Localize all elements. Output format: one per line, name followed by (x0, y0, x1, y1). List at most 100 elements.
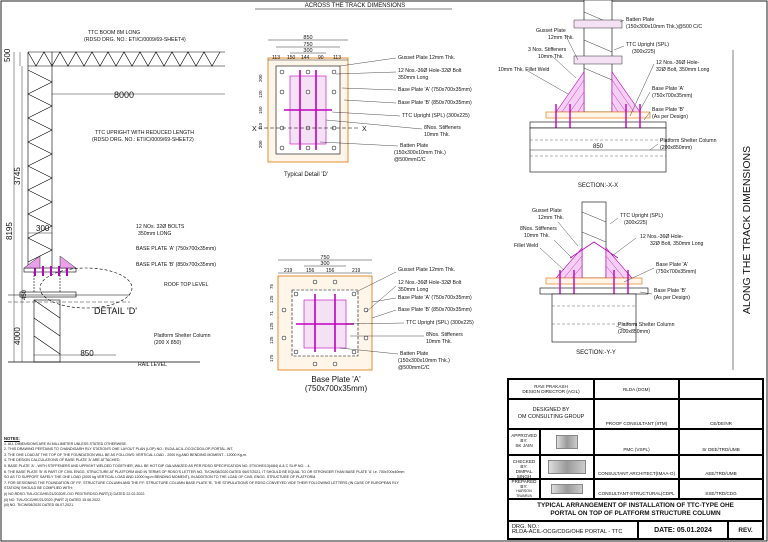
base-plate-a-plan (277, 259, 373, 371)
note-line: 3. THE OHE LOAD AT THE TOP OF THE FOUNDA… (4, 452, 248, 457)
upright-drg-label: (RDSO DRG. NO.: ETI/C/0009/69-SHEET2) (92, 137, 194, 143)
svg-text:4000: 4000 (13, 327, 22, 345)
svg-text:113: 113 (272, 55, 280, 61)
svg-text:125: 125 (269, 295, 274, 303)
svg-text:(300x225): (300x225) (624, 220, 648, 226)
svg-text:Platform Shelter Column: Platform Shelter Column (618, 322, 675, 328)
svg-text:TTC Upright (SPL): TTC Upright (SPL) (620, 213, 663, 219)
svg-text:(300x225): (300x225) (632, 49, 656, 55)
svg-text:(As per Design): (As per Design) (652, 114, 688, 120)
svg-text:3 Nos. Stiffeners: 3 Nos. Stiffeners (528, 47, 567, 53)
svg-text:200: 200 (258, 74, 263, 82)
svg-text:Base Plate 'A': Base Plate 'A' (656, 262, 688, 268)
side-dimension-label: ALONG THE TRACK DIMENSIONS (741, 146, 753, 314)
svg-text:175: 175 (269, 354, 274, 362)
svg-text:300: 300 (320, 261, 329, 267)
svg-text:10mm Thk.: 10mm Thk. (424, 132, 450, 138)
svg-text:125: 125 (269, 322, 274, 330)
svg-text:120: 120 (258, 90, 263, 98)
dim-8000: 8000 (114, 90, 134, 100)
svg-text:(150x300x10mm Thk.)@500 C/C: (150x300x10mm Thk.)@500 C/C (626, 24, 702, 30)
svg-text:750: 750 (303, 42, 312, 48)
notes-block: NOTES: 1. ALL DIMENSIONS ARE IN MILLIMET… (4, 436, 504, 509)
notes-title: NOTES: (4, 436, 20, 441)
svg-text:Batten Plate: Batten Plate (626, 17, 654, 23)
note-line: (iii) NO. TI/CW/08/2020 DATED 06.07.2021… (4, 503, 75, 508)
detail-d-plan (258, 39, 358, 163)
svg-text:Gusset Plate: Gusset Plate (532, 208, 562, 214)
left-elevation (8, 51, 225, 363)
note-line: SO AS TO SUPPORT SAFELY THE OHE LOAD (20… (4, 475, 317, 480)
svg-text:(750x700x35mm): (750x700x35mm) (656, 269, 697, 275)
svg-text:300: 300 (303, 48, 312, 54)
svg-text:8Nos. Stiffeners: 8Nos. Stiffeners (520, 226, 557, 232)
svg-text:125: 125 (269, 336, 274, 344)
svg-text:350mm Long: 350mm Long (398, 75, 428, 81)
svg-text:10mm Thk.: 10mm Thk. (524, 233, 550, 239)
approved-by-cell: APPROVED BY: SK JAIN (508, 429, 540, 455)
svg-text:Gusset Plate: Gusset Plate (536, 28, 566, 34)
signature-image (548, 460, 586, 474)
prepared-by-cell: PREPARED BY: HARSON TIWARI/A (508, 479, 540, 499)
svg-text:(750x700x35mm): (750x700x35mm) (305, 384, 368, 393)
drawing-date: DATE: 05.01.2024 (638, 521, 728, 539)
svg-text:Platform Shelter Column: Platform Shelter Column (660, 138, 717, 144)
svg-text:Base Plate 'B': Base Plate 'B' (652, 107, 684, 113)
svg-text:200: 200 (258, 140, 263, 148)
revision: REV. (728, 521, 763, 539)
svg-text:75: 75 (269, 283, 274, 289)
top-dimension-label: ACROSS THE TRACK DIMENSIONS (305, 3, 405, 9)
boom-label: TTC BOOM 8M LONG (88, 30, 140, 36)
upright-label: TTC UPRIGHT WITH REDUCED LENGTH (95, 130, 194, 136)
svg-text:750: 750 (320, 255, 329, 261)
note-line: 4. THE DESIGN CALCULATIONS OF BASE PLATE… (4, 458, 121, 463)
svg-text:Base Plate 'A' (750x700x35mm): Base Plate 'A' (750x700x35mm) (398, 87, 472, 93)
svg-text:10mm Thk.: 10mm Thk. (538, 54, 564, 60)
svg-text:113: 113 (333, 55, 341, 61)
svg-text:(750x700x35mm): (750x700x35mm) (652, 93, 693, 99)
svg-text:10mm Thk. Fillet Weld: 10mm Thk. Fillet Weld (498, 67, 550, 73)
svg-text:10mm Thk.: 10mm Thk. (426, 339, 452, 345)
svg-text:500: 500 (3, 48, 12, 62)
svg-text:(150x300x10mm Thk.): (150x300x10mm Thk.) (398, 358, 450, 364)
note-line: 7. FOR DESIGNING THE FOUNDATION OF P.F. … (4, 480, 399, 485)
svg-text:Gusset Plate 12mm Thk.: Gusset Plate 12mm Thk. (398, 267, 455, 273)
svg-text:850: 850 (303, 35, 312, 41)
svg-text:(200x850mm): (200x850mm) (660, 145, 692, 151)
roof-top-label: ROOF TOP LEVEL (164, 282, 209, 288)
base-plate-a-label: BASE PLATE 'A' (750x700x35mm) (136, 246, 216, 252)
svg-text:8Nos. Stiffeners: 8Nos. Stiffeners (424, 125, 461, 131)
svg-text:32Ø Bolt, 350mm Long: 32Ø Bolt, 350mm Long (650, 241, 703, 247)
svg-text:300: 300 (36, 224, 50, 233)
svg-text:8Nos. Stiffeners: 8Nos. Stiffeners (426, 332, 463, 338)
svg-text:TTC Upright (SPL) (300x225): TTC Upright (SPL) (300x225) (402, 113, 470, 119)
svg-text:Batten Plate: Batten Plate (400, 143, 428, 149)
svg-text:450: 450 (22, 289, 28, 300)
dim-850: 850 (80, 349, 94, 358)
svg-text:71: 71 (269, 310, 274, 316)
title-block: RAVI PRAKASH DESIGN DIRECTOR (ACIL) RLDA… (507, 378, 764, 540)
column-label: Platform Shelter Column (154, 333, 211, 339)
svg-text:150: 150 (287, 55, 296, 61)
svg-text:12 Nos.-36Ø Hole-: 12 Nos.-36Ø Hole- (656, 60, 700, 66)
note-line: 6. THE BASE PLATE 'B' IS PART OF CIVIL E… (4, 469, 405, 474)
section-yy-title: SECTION:-Y-Y (576, 350, 616, 356)
note-line: (ii) NO. TI/IL/OCG/HE/21/2020 (PART 2) D… (4, 497, 102, 502)
svg-text:219: 219 (284, 268, 293, 274)
svg-text:850: 850 (593, 144, 604, 150)
svg-text:144: 144 (301, 55, 310, 61)
drawing-title: TYPICAL ARRANGEMENT OF INSTALLATION OF T… (508, 499, 763, 521)
svg-text:Fillet Weld: Fillet Weld (514, 243, 538, 249)
note-line: 5. BASE PLATE 'A' , WITH STIFFENERS AND … (4, 463, 311, 468)
detail-d-label: DETAIL 'D' (94, 306, 137, 316)
base-plate-b-label: BASE PLATE 'B' (850x700x35mm) (136, 262, 216, 268)
svg-text:(200x850mm): (200x850mm) (618, 329, 650, 335)
svg-text:Base Plate 'B': Base Plate 'B' (654, 288, 686, 294)
svg-text:@500mmC/C: @500mmC/C (394, 157, 426, 163)
designer-cell: RAVI PRAKASH DESIGN DIRECTOR (ACIL) (508, 379, 594, 399)
rail-level-label: RAIL LEVEL (138, 362, 167, 368)
svg-text:350mm Long: 350mm Long (398, 287, 428, 293)
section-xx (529, 0, 667, 173)
